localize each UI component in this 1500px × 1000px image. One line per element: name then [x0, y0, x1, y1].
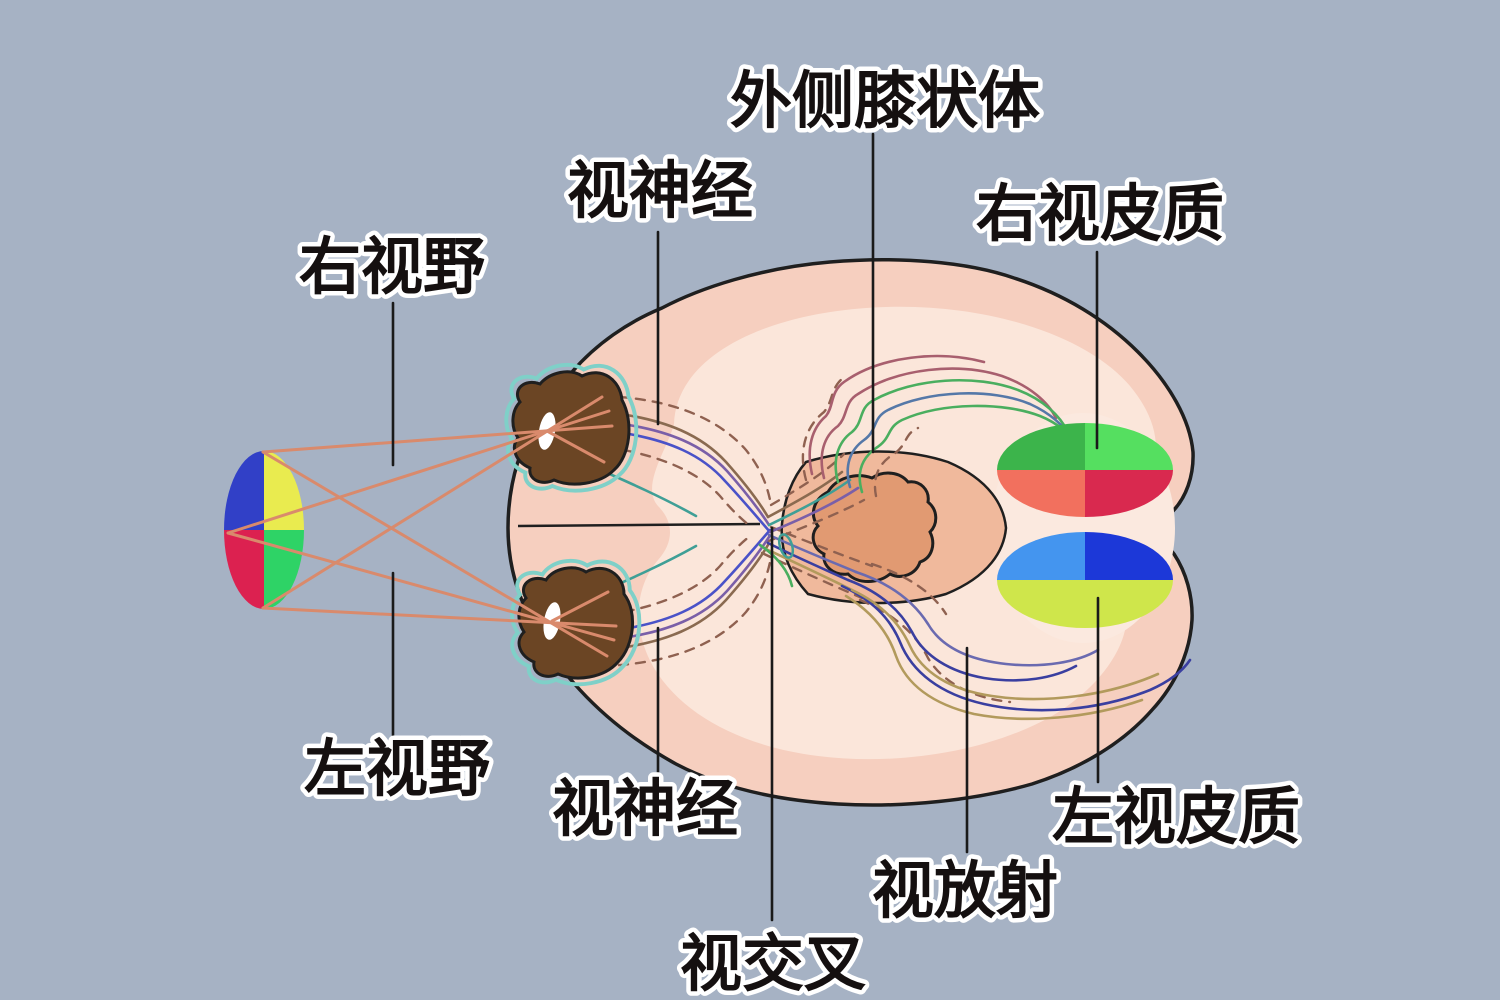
- right-cortex-quadrant-lower-left: [997, 470, 1085, 517]
- label-optic-radiation: 视放射: [872, 857, 1058, 926]
- label-optic-chiasm: 视交叉: [680, 930, 866, 999]
- field-quadrant-lower-left: [224, 530, 264, 609]
- label-left-visual-field: 左视野: [304, 735, 490, 804]
- optic-radiation-upper: [808, 354, 1082, 494]
- optic-nerve-fibers: [594, 411, 772, 651]
- midbrain-blob: [811, 471, 938, 583]
- left-cortex-quadrant-upper-right: [1085, 532, 1173, 580]
- right-cortex-quadrant-upper-right: [1085, 423, 1173, 470]
- label-optic-nerve-lower: 视神经: [552, 775, 738, 844]
- right-visual-cortex-map: [997, 423, 1173, 517]
- midline-fissure: [517, 522, 761, 528]
- field-quadrant-upper-right: [264, 451, 304, 530]
- optic-radiation-lower: [840, 570, 1192, 721]
- label-right-visual-cortex: 右视皮质: [976, 180, 1224, 249]
- right-cortex-quadrant-upper-left: [997, 423, 1085, 470]
- label-optic-nerve-upper: 视神经: [567, 157, 753, 226]
- dashed-nerve-envelopes: [600, 374, 1012, 704]
- left-cortex-lower-half: [997, 580, 1173, 628]
- leader-lines: [391, 132, 1100, 922]
- left-cortex-quadrant-upper-left: [997, 532, 1085, 580]
- label-left-visual-cortex: 左视皮质: [1052, 783, 1300, 852]
- label-right-visual-field: 右视野: [299, 233, 485, 302]
- label-lateral-geniculate-body: 外侧膝状体: [730, 67, 1040, 136]
- left-visual-cortex-map: [997, 532, 1173, 628]
- light-rays: [226, 395, 618, 658]
- right-cortex-quadrant-lower-right: [1085, 470, 1173, 517]
- chiasm-loop: [777, 533, 795, 559]
- field-quadrant-upper-left: [224, 451, 264, 530]
